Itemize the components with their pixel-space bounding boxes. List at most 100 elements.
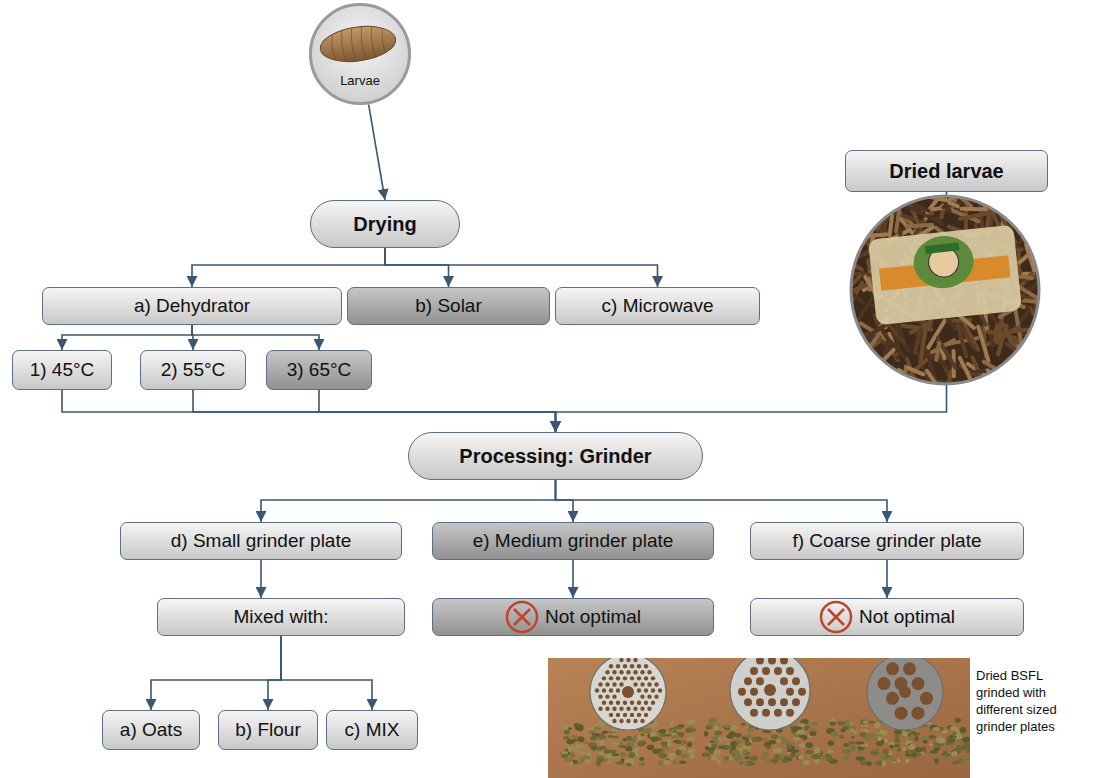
plate-hole <box>792 677 800 685</box>
plate-hole <box>602 676 606 680</box>
flow-connector <box>268 636 281 710</box>
ground-larvae <box>639 757 644 761</box>
node-text: e) Medium grinder plate <box>473 530 674 552</box>
mealworm <box>846 197 865 205</box>
ground-larvae <box>580 751 585 754</box>
mealworm <box>981 379 998 381</box>
ground-larvae <box>805 742 813 748</box>
plate-hole <box>651 701 655 705</box>
mealworm <box>936 343 939 360</box>
ground-larvae <box>837 721 845 726</box>
plate-hole <box>619 682 623 686</box>
ground-larvae <box>749 756 757 761</box>
ground-larvae <box>661 741 667 746</box>
ground-larvae <box>884 739 888 743</box>
mealworm <box>1015 307 1021 341</box>
ground-larvae <box>687 742 692 748</box>
ground-larvae <box>798 755 804 760</box>
ground-larvae <box>966 749 970 753</box>
mealworm <box>861 198 870 218</box>
ground-larvae <box>830 722 836 726</box>
ground-larvae <box>743 748 748 754</box>
ground-larvae <box>600 740 605 746</box>
ground-larvae <box>956 745 962 749</box>
flow-connector <box>556 480 888 522</box>
ground-larvae <box>709 718 717 724</box>
ground-larvae <box>687 719 696 724</box>
ground-larvae <box>640 729 648 732</box>
ground-larvae <box>647 744 654 750</box>
node-text: Drying <box>353 213 416 236</box>
node-text: 1) 45°C <box>30 359 95 381</box>
ingredient-box: a) Oats <box>102 710 200 750</box>
plate-hole <box>920 692 933 705</box>
ground-larvae <box>933 727 940 731</box>
plate-hole <box>744 698 752 706</box>
ground-larvae <box>594 727 601 730</box>
ground-larvae <box>860 732 867 738</box>
grinder-box: d) Small grinder plate <box>120 522 402 560</box>
ground-larvae <box>942 730 947 734</box>
ground-larvae <box>681 754 689 758</box>
ground-larvae <box>803 760 810 765</box>
ground-larvae <box>810 722 818 726</box>
ground-larvae <box>827 750 833 754</box>
ground-larvae <box>712 744 717 747</box>
ground-larvae <box>711 744 717 748</box>
ground-larvae <box>842 749 850 753</box>
ground-larvae <box>923 740 928 744</box>
mealworm <box>1024 359 1044 383</box>
plate-hole <box>762 709 770 717</box>
ground-larvae <box>856 750 861 753</box>
ground-larvae <box>689 754 695 759</box>
node-text: Processing: Grinder <box>459 445 651 468</box>
plate-hole <box>774 709 782 717</box>
plate-hole <box>616 664 620 668</box>
plate-hole <box>644 713 648 717</box>
ground-larvae <box>774 754 779 758</box>
ground-larvae <box>597 758 604 763</box>
result-box: Not optimal <box>432 598 714 636</box>
ground-larvae <box>831 731 838 737</box>
ground-larvae <box>676 732 684 735</box>
flow-connector <box>556 480 574 522</box>
flow-connector <box>319 390 556 432</box>
plate-hole <box>786 688 794 696</box>
plate-hole <box>623 701 627 705</box>
ground-larvae <box>814 759 819 764</box>
ground-larvae <box>674 726 682 729</box>
ground-larvae <box>590 736 595 741</box>
ingredient-box: c) MIX <box>326 710 418 750</box>
plate-disc <box>867 658 943 730</box>
node-text: f) Coarse grinder plate <box>792 530 981 552</box>
ground-larvae <box>963 756 970 761</box>
ground-larvae <box>843 743 849 747</box>
plate-hole <box>598 694 602 698</box>
plate-hole <box>598 707 602 711</box>
ground-larvae <box>570 753 575 759</box>
mealworm <box>838 381 870 387</box>
rejected-ring <box>821 602 851 632</box>
mealworm <box>1022 343 1037 352</box>
plate-hole <box>626 658 630 662</box>
mealworm <box>1030 196 1050 199</box>
ground-larvae <box>571 735 578 738</box>
node-text: Dried larvae <box>889 160 1004 183</box>
ground-larvae <box>889 744 894 748</box>
flow-connector <box>192 325 319 350</box>
plate-hole <box>786 709 794 717</box>
ground-larvae <box>718 737 722 742</box>
flow-connector <box>193 390 556 432</box>
rejected-cross <box>828 609 844 625</box>
ground-larvae <box>741 722 746 726</box>
ground-larvae <box>848 741 856 744</box>
ground-larvae <box>652 749 660 754</box>
photo-ring <box>851 196 1039 384</box>
mealworm <box>843 285 868 294</box>
plate-hole <box>637 688 641 692</box>
mealworm <box>849 233 863 241</box>
ground-larvae <box>891 758 896 762</box>
ground-larvae <box>575 744 583 748</box>
ground-larvae <box>814 747 820 753</box>
ground-larvae <box>673 740 678 743</box>
